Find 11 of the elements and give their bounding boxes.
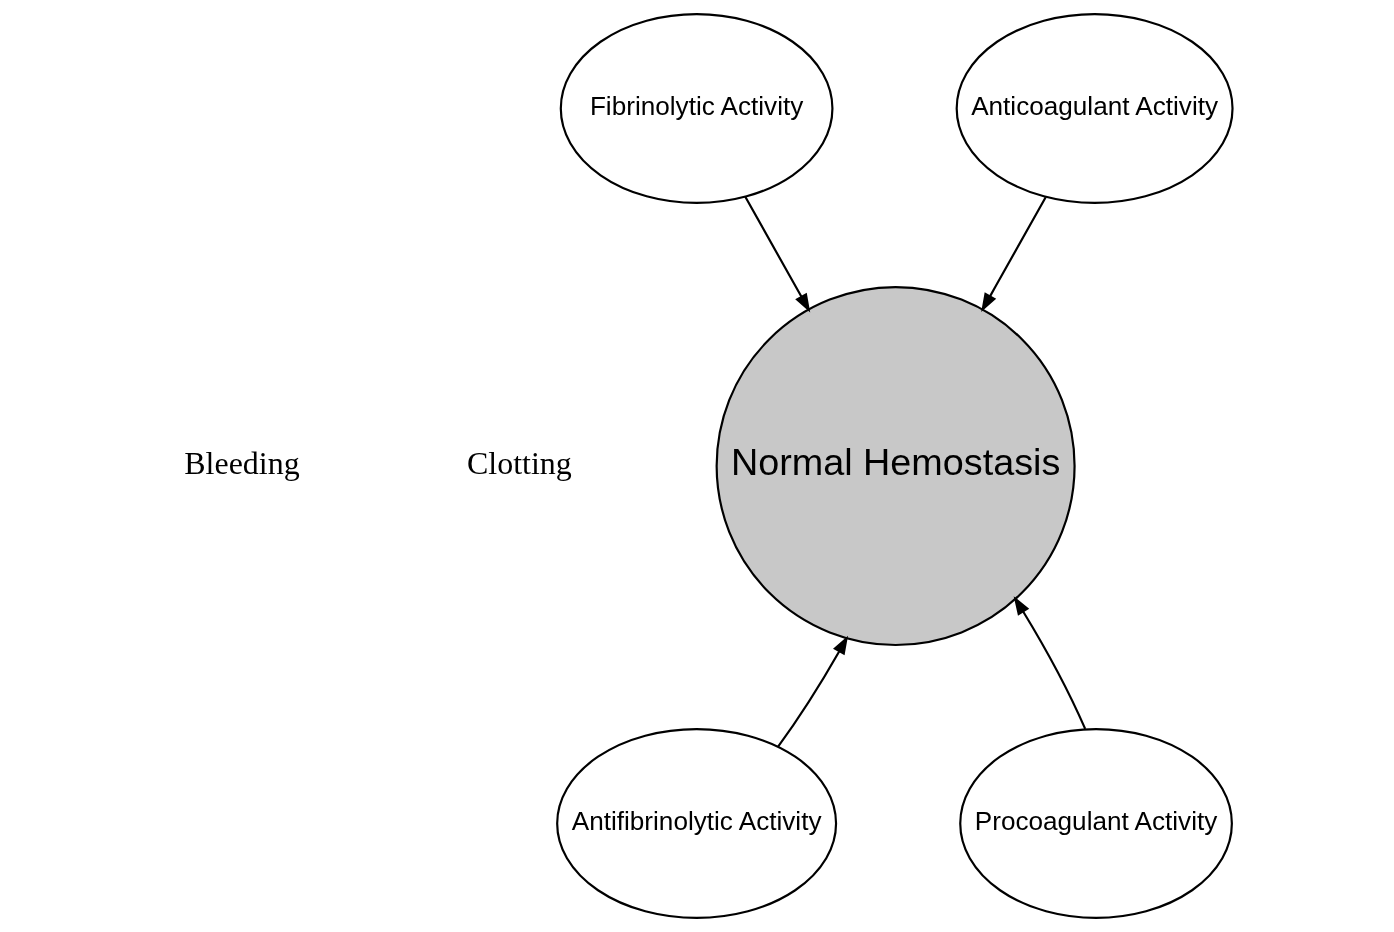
node-ellipse: Antifibrinolytic Activity [555,727,837,919]
arrow [743,196,810,313]
node-circle: Normal Hemostasis [715,285,1076,647]
node-ellipse: Fibrinolytic Activity [559,13,833,205]
node-ellipse: Procoagulant Activity [958,727,1233,919]
label: Clotting [466,446,572,482]
arrow [1013,596,1086,730]
label: Bleeding [183,446,300,482]
arrow [776,635,848,748]
node-ellipse: Anticoagulant Activity [955,13,1234,205]
arrow [980,196,1047,313]
